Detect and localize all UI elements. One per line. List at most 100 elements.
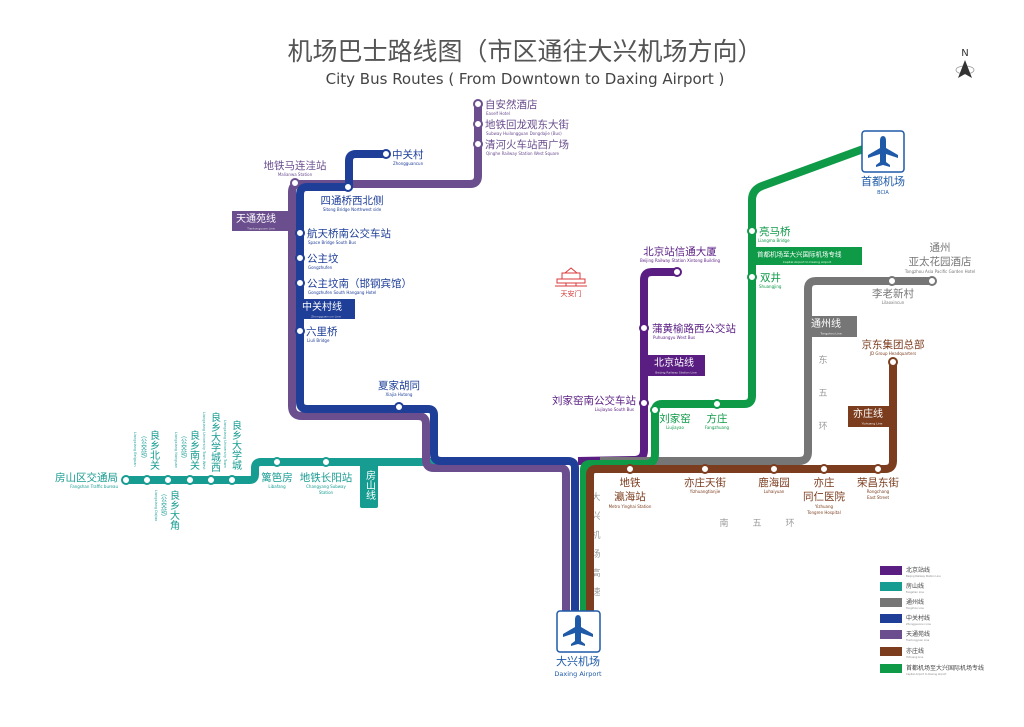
legend-item-tongzhou: 通州线 Tongzhou Line bbox=[880, 598, 924, 610]
station-liujiayaonan[interactable]: 刘家窑南公交车站 Liujiayao South Bus bbox=[552, 394, 649, 412]
station-gongzhufen[interactable]: 公主坟 Gongzhufen bbox=[295, 252, 339, 270]
badge-tiantongyuan: 天通苑线 Tiantongyuan Line bbox=[232, 211, 290, 231]
station-lilao[interactable]: 李老新村 Lilaoxincun bbox=[872, 276, 914, 305]
capital-airport[interactable]: 首都机场 BCIA bbox=[861, 130, 905, 196]
svg-text:Beijing Railway Station Xinton: Beijing Railway Station Xintong Building bbox=[640, 258, 721, 263]
station-malianwa[interactable]: 地铁马连洼站 Malianwa Station bbox=[264, 159, 327, 188]
svg-text:五: 五 bbox=[752, 519, 761, 529]
station-sitong[interactable]: 四通桥西北侧 Sitong Bridge Northwest side bbox=[321, 182, 384, 212]
svg-text:Luhaiyuan: Luhaiyuan bbox=[764, 489, 785, 494]
svg-text:清河火车站西广场: 清河火车站西广场 bbox=[485, 138, 569, 151]
svg-text:通州线: 通州线 bbox=[811, 317, 841, 330]
svg-text:亚太花园酒店: 亚太花园酒店 bbox=[909, 255, 972, 268]
station-yatai[interactable]: 通州 亚太花园酒店 Tongzhou Asia Pacific Garden H… bbox=[904, 242, 975, 286]
svg-text:机: 机 bbox=[591, 529, 600, 541]
station-nanguan[interactable]: 良乡南关 （公交站） Liangxiang Nanguan bbox=[174, 429, 200, 485]
svg-text:刘家窑: 刘家窑 bbox=[659, 412, 691, 425]
svg-text:Liangxiang Nanguan: Liangxiang Nanguan bbox=[174, 432, 178, 468]
svg-text:良乡大学城: 良乡大学城 bbox=[230, 419, 242, 471]
route-line-yizhuang bbox=[586, 362, 897, 615]
svg-text:大兴机场: 大兴机场 bbox=[556, 654, 600, 668]
svg-text:Rongchang: Rongchang bbox=[867, 489, 890, 494]
station-luhaiyuan[interactable]: 鹿海园 Luhaiyuan bbox=[758, 464, 790, 494]
svg-text:亮马桥: 亮马桥 bbox=[759, 225, 791, 238]
svg-text:双井: 双井 bbox=[760, 271, 781, 284]
south-5th-ring-label: 南 五 环 bbox=[719, 517, 794, 529]
badge-yizhuang: 亦庄线 Yizhuang Line bbox=[848, 406, 896, 427]
svg-text:五: 五 bbox=[818, 389, 827, 399]
station-rongchang[interactable]: 荣昌东街 Rongchang East Street bbox=[857, 464, 899, 500]
station-puhuangyu[interactable]: 蒲黄榆路西公交站 Puhuangyu West Bus bbox=[639, 322, 736, 340]
svg-text:Qinghe Railway Station West Sq: Qinghe Railway Station West Square bbox=[486, 151, 560, 156]
svg-text:公主坟南（邯钢宾馆）: 公主坟南（邯钢宾馆） bbox=[307, 277, 412, 290]
svg-text:良乡大角: 良乡大角 bbox=[168, 489, 180, 531]
station-zianran[interactable]: 自安然酒店 Eaself Hotel bbox=[473, 98, 538, 116]
svg-text:通州: 通州 bbox=[930, 242, 951, 254]
station-dajiao[interactable]: 良乡大角 （公交站） Liangxiang Dajiao bbox=[154, 475, 180, 531]
svg-text:环: 环 bbox=[818, 421, 827, 432]
svg-text:鹿海园: 鹿海园 bbox=[758, 476, 790, 489]
station-beiguan[interactable]: 良乡北关 （公交站） Liangxiang Beiguan bbox=[133, 429, 160, 485]
route-line-tiantongyuan bbox=[288, 102, 570, 615]
station-liuli[interactable]: 六里桥 Liuli Bridge bbox=[295, 326, 338, 343]
svg-text:蒲黄榆路西公交站: 蒲黄榆路西公交站 bbox=[652, 322, 736, 335]
station-xiajia[interactable]: 夏家胡同 Xiajia Hutong bbox=[378, 379, 420, 412]
svg-text:Space Bridge South Bus: Space Bridge South Bus bbox=[308, 240, 356, 245]
station-libafang[interactable]: 篱笆房 Libafang bbox=[261, 457, 293, 489]
svg-text:刘家窑南公交车站: 刘家窑南公交车站 bbox=[552, 394, 636, 407]
station-xintong[interactable]: 北京站信通大厦 Beijing Railway Station Xintong … bbox=[640, 245, 721, 277]
svg-text:Liangxiang University Town: Liangxiang University Town bbox=[223, 420, 227, 468]
station-liangma[interactable]: 亮马桥 Liangma Bridge bbox=[747, 225, 791, 243]
map-title: 机场巴士路线图（市区通往大兴机场方向） bbox=[287, 37, 762, 66]
svg-text:房山区交通局: 房山区交通局 bbox=[55, 471, 118, 484]
north-arrow-icon: N bbox=[955, 48, 975, 78]
daxing-airport[interactable]: 大兴机场 Daxing Airport bbox=[554, 610, 602, 678]
svg-text:Capital Airport to Daxing Airp: Capital Airport to Daxing Airport bbox=[906, 672, 946, 676]
svg-text:Yizhuang Line: Yizhuang Line bbox=[906, 655, 924, 659]
station-gongzhufennan[interactable]: 公主坟南（邯钢宾馆） Gongzhufen South Hangang Hote… bbox=[295, 277, 412, 295]
route-line-airport bbox=[580, 144, 868, 615]
station-jd[interactable]: 京东集团总部 JD Group Headquarters bbox=[862, 338, 925, 367]
station-daxuecheng[interactable]: 良乡大学城 Liangxiang University Town bbox=[223, 419, 242, 485]
svg-text:大: 大 bbox=[591, 491, 600, 503]
station-fangzhuang[interactable]: 方庄 Fangzhuang bbox=[705, 399, 730, 430]
svg-text:Zhongguancun Line: Zhongguancun Line bbox=[311, 315, 341, 319]
svg-text:Yizhuang Line: Yizhuang Line bbox=[862, 422, 883, 426]
badge-tongzhou: 通州线 Tongzhou Line bbox=[805, 316, 857, 337]
svg-text:Gongzhufen: Gongzhufen bbox=[308, 265, 333, 270]
station-huilongguan[interactable]: 地铁回龙观东大街 Subway Huilongguan Dongdajie (B… bbox=[473, 118, 569, 136]
station-liujiayao[interactable]: 刘家窑 Liujiayao bbox=[650, 405, 691, 430]
airplane-icon bbox=[563, 615, 593, 646]
station-zhongguancun[interactable]: 中关村 Zhongguancun bbox=[381, 148, 424, 166]
station-tianjie[interactable]: 亦庄天街 Yizhuangtianjie bbox=[684, 464, 726, 494]
east-5th-ring-label: 东 五 环 bbox=[818, 354, 827, 432]
station-shuangjing[interactable]: 双井 Shuangjing bbox=[747, 271, 782, 289]
station-tongren[interactable]: 亦庄 同仁医院 Yizhuang Tongren Hospital bbox=[803, 464, 845, 515]
svg-text:京东集团总部: 京东集团总部 bbox=[862, 338, 925, 351]
station-hangtian[interactable]: 航天桥南公交车站 Space Bridge South Bus bbox=[295, 227, 391, 245]
svg-text:（公交站）: （公交站） bbox=[140, 432, 147, 462]
svg-text:李老新村: 李老新村 bbox=[872, 287, 914, 300]
svg-text:房山线: 房山线 bbox=[906, 582, 924, 590]
station-fangshanjt[interactable]: 房山区交通局 Fangshan Traffic bureau bbox=[55, 471, 131, 489]
station-daxuechengxi[interactable]: 良乡大学城西 Liangxiang University Town West bbox=[202, 411, 221, 485]
svg-text:荣昌东街: 荣昌东街 bbox=[857, 476, 899, 489]
svg-text:Fangshan Line: Fangshan Line bbox=[906, 590, 924, 594]
badge-airport: 首都机场至大兴国际机场专线 Capital Airport to Daxing … bbox=[752, 247, 862, 265]
station-changyang[interactable]: 地铁长阳站 Changyang Subway Station bbox=[300, 457, 353, 495]
svg-text:Capital Airport to Daxing Airp: Capital Airport to Daxing Airport bbox=[783, 260, 832, 264]
svg-text:六里桥: 六里桥 bbox=[306, 326, 338, 338]
svg-text:（公交站）: （公交站） bbox=[160, 490, 167, 520]
station-yinghai[interactable]: 地铁 瀛海站 Metro Yinghai Station bbox=[609, 464, 652, 509]
svg-text:East Street: East Street bbox=[867, 495, 889, 500]
station-qinghe[interactable]: 清河火车站西广场 Qinghe Railway Station West Squ… bbox=[473, 138, 569, 156]
badge-fangshan: 房山线 bbox=[360, 464, 378, 508]
legend-item-beijingzhan: 北京站线 Beijing Railway Station Line bbox=[880, 566, 941, 578]
svg-text:北京站线: 北京站线 bbox=[906, 566, 930, 574]
svg-text:Fangshan Traffic bureau: Fangshan Traffic bureau bbox=[70, 484, 118, 489]
svg-text:东: 东 bbox=[818, 354, 827, 366]
svg-text:Eaself Hotel: Eaself Hotel bbox=[486, 111, 510, 116]
svg-text:Yizhuang: Yizhuang bbox=[814, 504, 834, 509]
route-line-tongzhou bbox=[600, 277, 932, 465]
